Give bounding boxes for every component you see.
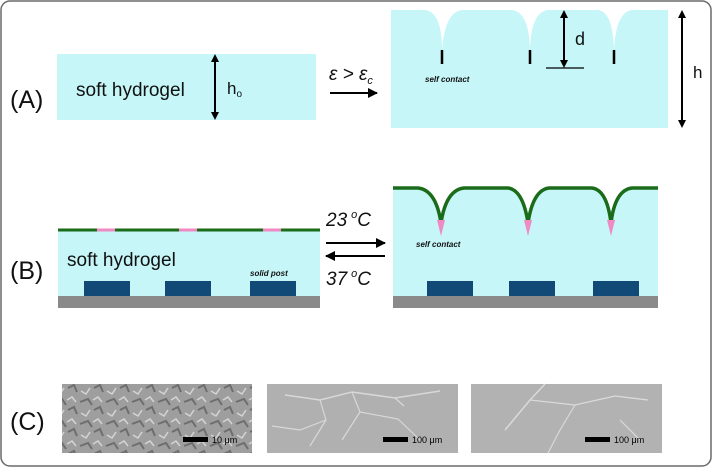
- panel-a-letter: (A): [10, 86, 43, 114]
- substrate-right: [393, 296, 658, 308]
- creased-gel: [391, 10, 668, 128]
- solid-post-label: solid post: [250, 269, 288, 278]
- scalebar-3: [585, 437, 610, 442]
- contact-patch-1: [97, 228, 115, 232]
- contact-zone-2: [524, 220, 532, 236]
- solid-post-4: [427, 281, 473, 296]
- solid-post-6: [593, 281, 639, 296]
- panel-b-letter: (B): [10, 257, 43, 285]
- solid-post-5: [509, 281, 555, 296]
- scalebar-1: [183, 437, 208, 442]
- micrograph-1: 10 μm: [62, 384, 252, 453]
- gel-body-right: [393, 188, 658, 296]
- contact-patch-3: [263, 228, 281, 232]
- self-contact-label-b: self contact: [416, 240, 461, 249]
- flat-gel-slab: [57, 54, 316, 120]
- self-contact-label-a: self contact: [425, 75, 470, 84]
- solid-post-3: [250, 281, 296, 296]
- panel-c-letter: (C): [10, 408, 45, 436]
- substrate-left: [58, 296, 320, 308]
- contact-zone-3: [607, 220, 615, 236]
- h-label: h: [693, 63, 702, 82]
- scalebar-2: [383, 437, 408, 442]
- solid-post-1: [84, 281, 130, 296]
- scalebar-label-3: 100 μm: [614, 435, 644, 445]
- gel-label-a: soft hydrogel: [76, 80, 185, 101]
- h0-label: ho: [227, 79, 242, 100]
- scalebar-label-1: 10 μm: [212, 435, 237, 445]
- scalebar-label-2: 100 μm: [412, 435, 442, 445]
- critical-strain-label: ε > εc: [329, 64, 373, 87]
- gel-label-b: soft hydrogel: [67, 250, 176, 271]
- d-label: d: [575, 29, 585, 49]
- panel-c: (C) 10 μm 100 μm 100 μm: [10, 383, 662, 454]
- micrograph-3: 100 μm: [471, 383, 662, 454]
- panel-a: (A) soft hydrogel ho ε > εc self contact…: [10, 10, 702, 128]
- contact-patch-2: [179, 228, 197, 232]
- micrograph-2: 100 μm: [267, 384, 458, 453]
- contact-zone-1: [437, 220, 445, 236]
- solid-post-2: [165, 281, 211, 296]
